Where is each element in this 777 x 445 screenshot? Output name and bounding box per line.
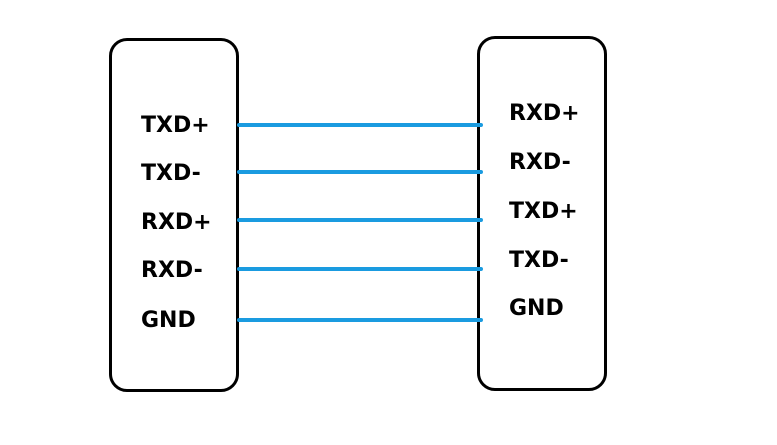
left-pin-label: RXD- bbox=[141, 258, 203, 283]
left-pin-label: TXD+ bbox=[141, 113, 210, 138]
right-connector bbox=[477, 36, 607, 391]
right-pin-label: TXD+ bbox=[509, 199, 578, 224]
left-pin-label: RXD+ bbox=[141, 210, 212, 235]
left-connector bbox=[109, 38, 239, 392]
right-pin-label: TXD- bbox=[509, 248, 569, 273]
left-pin-label: GND bbox=[141, 308, 196, 333]
left-pin-label: TXD- bbox=[141, 161, 201, 186]
right-pin-label: GND bbox=[509, 296, 564, 321]
right-pin-label: RXD+ bbox=[509, 101, 580, 126]
right-pin-label: RXD- bbox=[509, 150, 571, 175]
